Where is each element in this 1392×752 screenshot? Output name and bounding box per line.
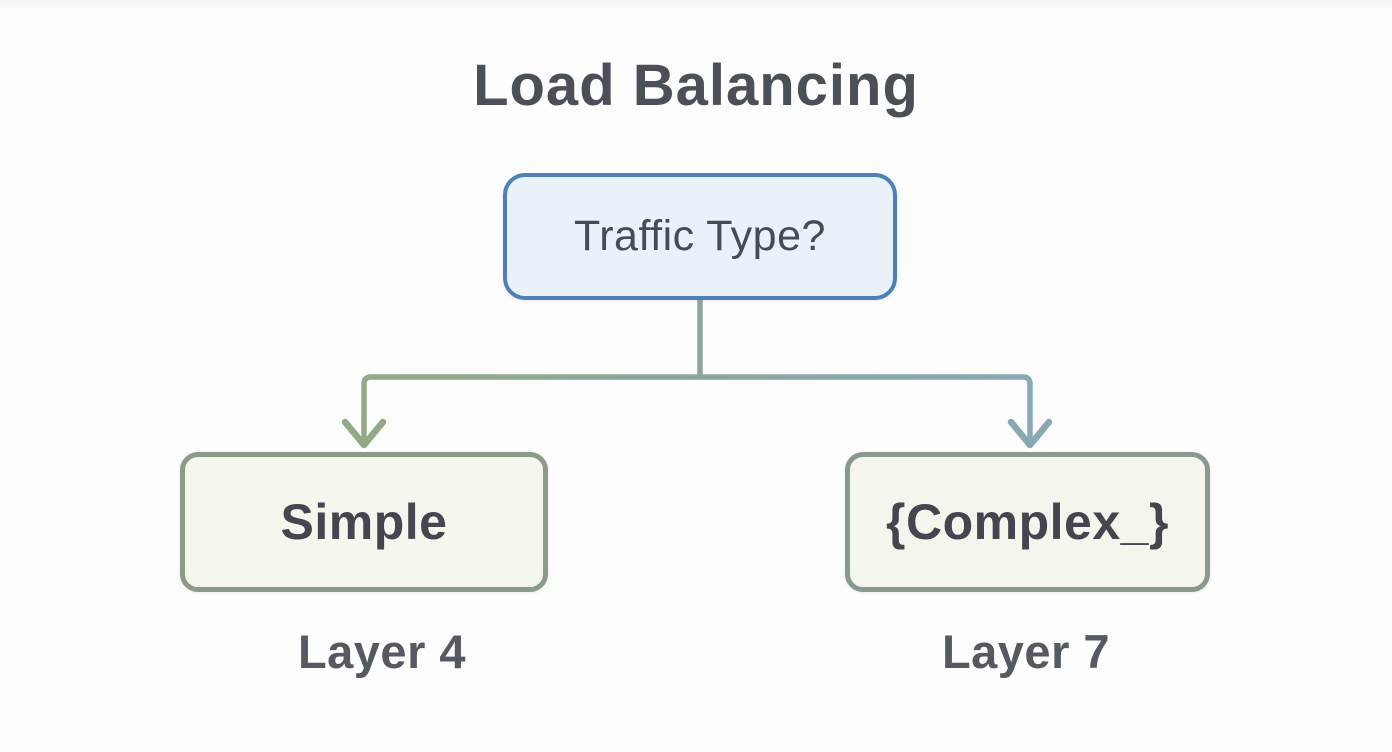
arrow-down-icon	[341, 418, 387, 449]
result-node-complex-label: {Complex_}	[886, 494, 1169, 550]
decision-node-label: Traffic Type?	[574, 212, 826, 260]
layer-4-label: Layer 4	[297, 625, 467, 678]
top-edge-shading	[0, 0, 1392, 12]
arrow-down-icon	[1007, 418, 1053, 449]
result-node-simple: Simple	[180, 452, 548, 592]
result-node-simple-label: Simple	[280, 494, 448, 550]
page-title: Load Balancing	[473, 53, 919, 118]
connector-branch-bar	[361, 374, 1033, 440]
decision-node-traffic-type: Traffic Type?	[503, 173, 897, 300]
result-node-complex: {Complex_}	[845, 452, 1210, 592]
layer-7-label: Layer 7	[941, 625, 1111, 678]
